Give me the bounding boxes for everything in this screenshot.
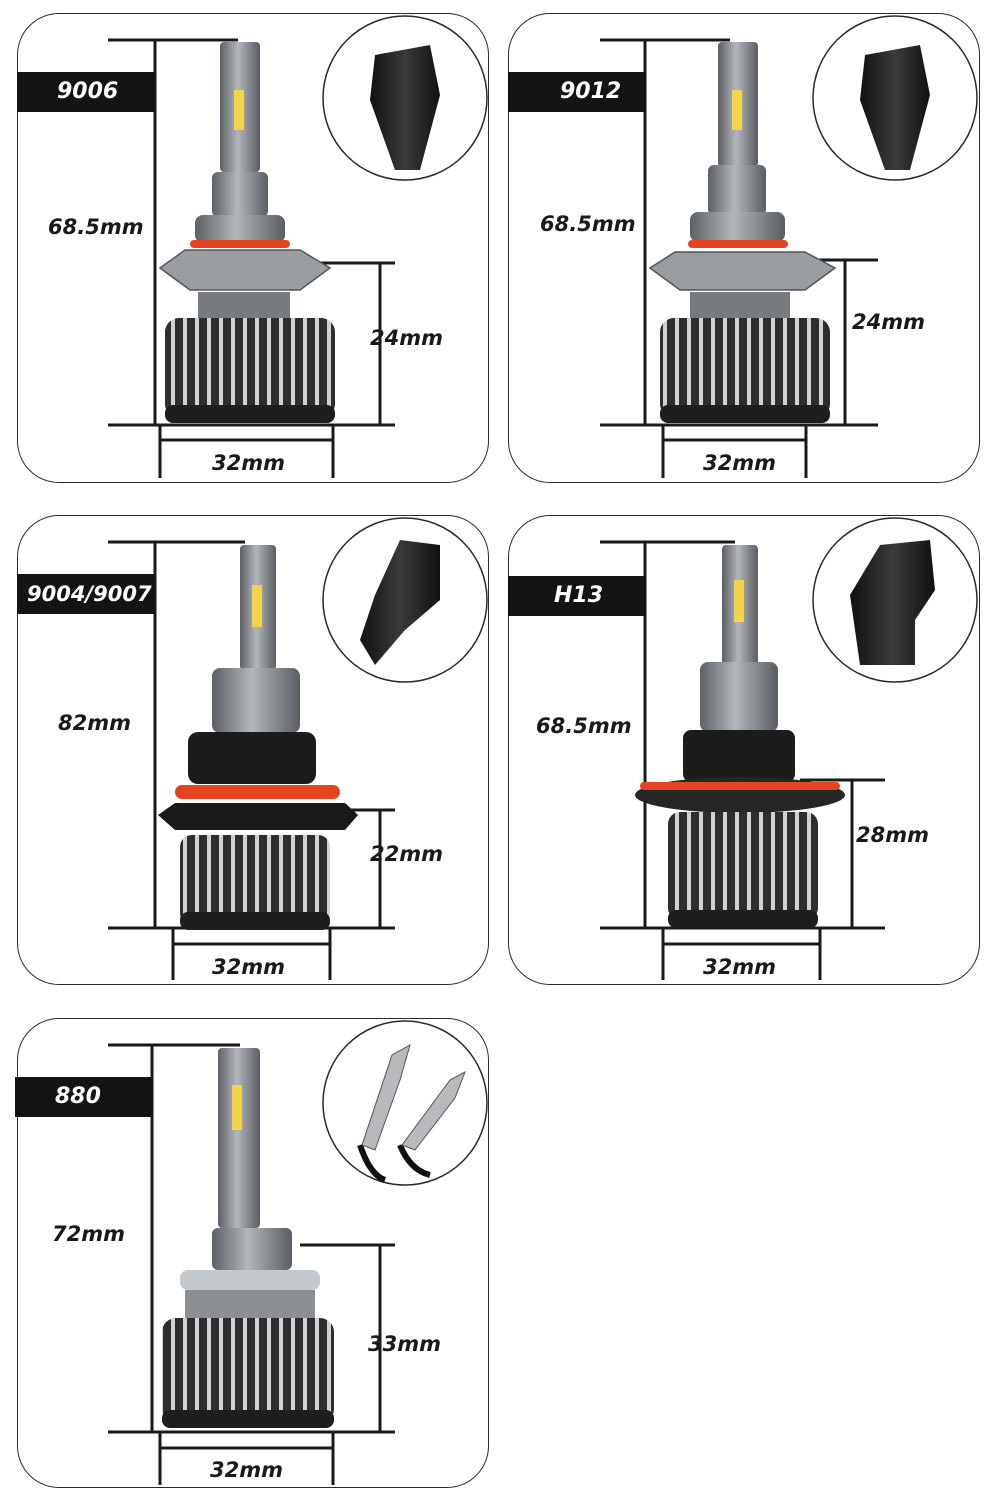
base-height-label-9012: 24mm [852, 310, 925, 334]
bulb-9004-9007-image [158, 545, 358, 930]
height-label-9012: 68.5mm [540, 212, 636, 236]
base-height-label-880: 33mm [368, 1332, 441, 1356]
base-height-label-h13: 28mm [856, 823, 929, 847]
bulb-9006-image [158, 42, 335, 423]
model-label-9012: 9012 [508, 72, 646, 112]
width-label-880: 32mm [210, 1458, 283, 1482]
black-plug-connector-icon [322, 15, 488, 181]
height-label-h13: 68.5mm [536, 714, 632, 738]
model-label-9006: 9006 [17, 72, 155, 112]
height-label-880: 72mm [52, 1222, 125, 1246]
width-label-h13: 32mm [703, 955, 776, 979]
bulb-880-image [162, 1048, 334, 1428]
model-label-h13: H13 [508, 576, 646, 616]
black-plug-connector-icon [322, 517, 488, 683]
bulb-9012-image [648, 42, 837, 423]
width-label-9004-9007: 32mm [212, 955, 285, 979]
model-label-9004-9007: 9004/9007 [17, 574, 155, 614]
bulb-h13-image [635, 545, 845, 928]
wire-pin-connector-icon [322, 1020, 488, 1186]
black-plug-connector-icon [812, 15, 978, 181]
base-height-label-9006: 24mm [370, 326, 443, 350]
height-label-9006: 68.5mm [48, 215, 144, 239]
model-label-880: 880 [15, 1077, 153, 1117]
base-height-label-9004-9007: 22mm [370, 842, 443, 866]
black-plug-connector-icon [812, 517, 978, 683]
width-label-9012: 32mm [703, 451, 776, 475]
height-label-9004-9007: 82mm [58, 711, 131, 735]
width-label-9006: 32mm [212, 451, 285, 475]
